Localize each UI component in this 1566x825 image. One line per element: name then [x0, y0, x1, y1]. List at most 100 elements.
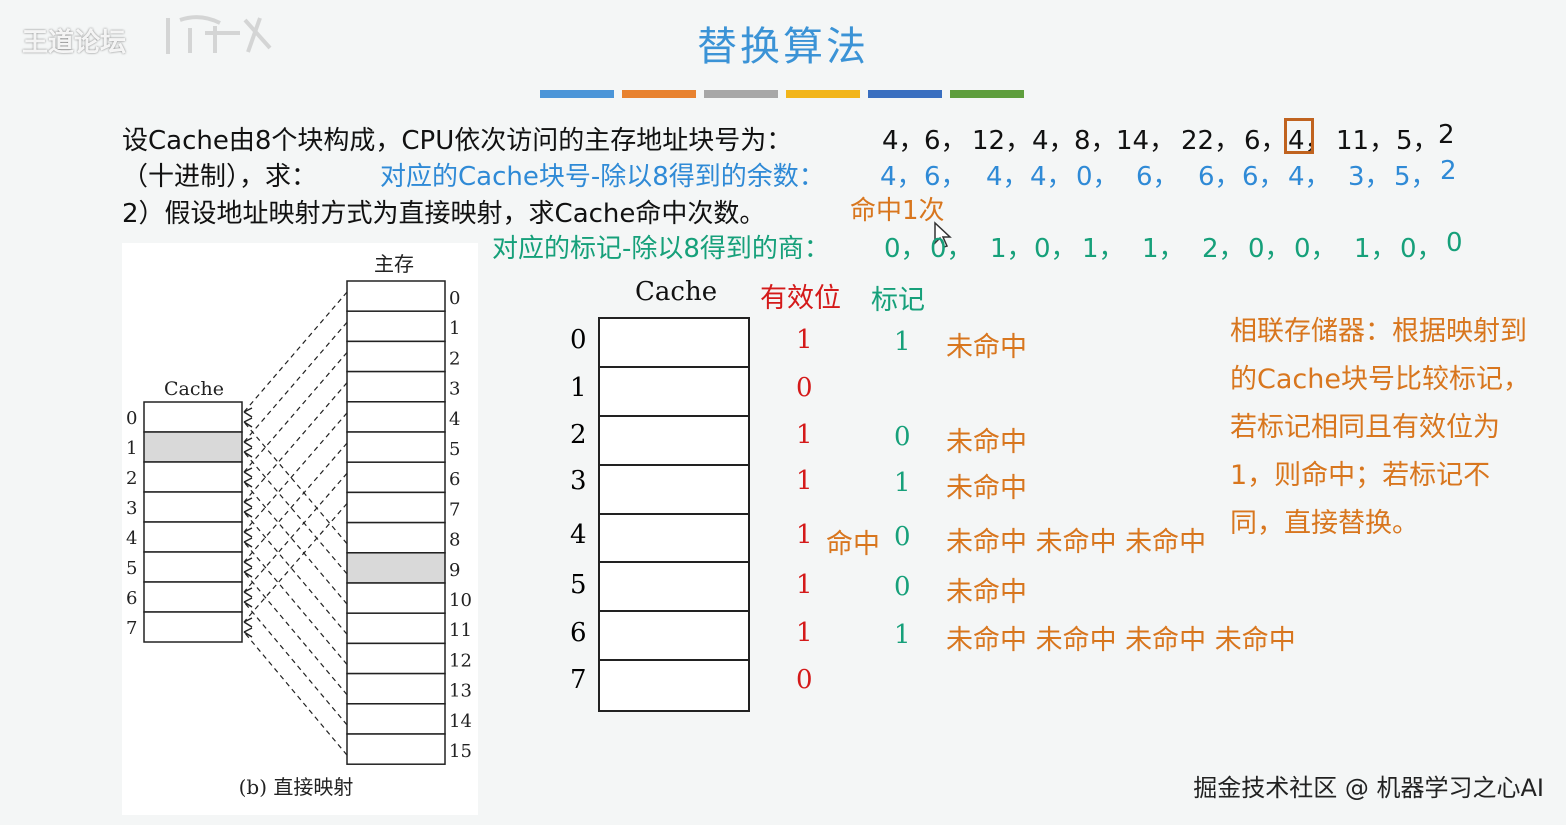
memory-block — [346, 642, 446, 675]
arrow-head — [243, 567, 253, 578]
mapping-line — [243, 451, 348, 575]
decoration-bar — [704, 90, 778, 98]
memory-block-number: 11 — [449, 620, 472, 641]
cache-block-number: 1 — [126, 438, 137, 459]
address-value: 22， — [1181, 126, 1241, 156]
miss-status: 未命中 — [946, 473, 1027, 504]
arrow-head — [243, 497, 253, 508]
cache-block-number: 6 — [126, 588, 137, 609]
cache-table-row — [600, 515, 748, 564]
address-value: 2 — [1438, 120, 1455, 150]
remainder-value: 0， — [1076, 162, 1119, 192]
valid-bit-value: 1 — [796, 420, 813, 450]
memory-block — [346, 310, 446, 343]
mapping-line — [243, 421, 348, 545]
miss-status: 未命中 — [946, 332, 1027, 363]
memory-block-number: 9 — [449, 560, 460, 581]
associative-memory-note: 相联存储器：根据映射到的Cache块号比较标记，若标记相同且有效位为1，则命中；… — [1230, 316, 1530, 539]
arrow-head — [243, 527, 253, 538]
footer-credit: 掘金技术社区 @ 机器学习之心AI — [1193, 774, 1544, 802]
memory-block-number: 7 — [449, 499, 460, 520]
valid-bit-header: 有效位 — [760, 283, 841, 314]
highlighted-address-box — [1284, 118, 1314, 154]
arrow-head — [243, 417, 253, 428]
arrow-head — [243, 537, 253, 548]
cache-block-number: 5 — [126, 558, 137, 579]
quotient-value: 1， — [1354, 234, 1397, 264]
decoration-bar — [786, 90, 860, 98]
memory-block — [346, 491, 446, 524]
memory-block-number: 10 — [449, 590, 472, 611]
hit-marker: 命中 — [826, 529, 880, 560]
valid-bit-value: 0 — [796, 373, 813, 403]
quotient-value: 1， — [990, 234, 1033, 264]
cache-block-number: 0 — [126, 408, 137, 429]
arrow-head — [243, 617, 253, 628]
remainder-value: 6， — [1198, 162, 1241, 192]
memory-block — [346, 672, 446, 705]
quotient-value: 0， — [1034, 234, 1077, 264]
memory-block-number: 3 — [449, 379, 460, 400]
address-value: 4， — [882, 126, 925, 156]
cache-block — [143, 611, 243, 643]
arrow-head — [243, 437, 253, 448]
valid-bit-value: 1 — [796, 618, 813, 648]
decoration-bar — [622, 90, 696, 98]
cache-table-header: Cache — [635, 277, 718, 307]
watermark-logo — [160, 8, 280, 58]
memory-block-number: 8 — [449, 530, 460, 551]
arrow-head — [243, 587, 253, 598]
quotient-value: 1， — [1142, 234, 1185, 264]
arrow-head — [243, 467, 253, 478]
cache-block — [143, 521, 243, 553]
memory-block-number: 0 — [449, 288, 460, 309]
remainder-value: 3， — [1348, 162, 1391, 192]
cache-block-number: 2 — [126, 468, 137, 489]
quotient-value: 1， — [1082, 234, 1125, 264]
memory-block-number: 4 — [449, 409, 460, 430]
address-value: 12， — [972, 126, 1032, 156]
tag-value: 0 — [894, 522, 911, 552]
watermark-logo-icon — [166, 15, 272, 54]
mapping-line — [243, 571, 348, 696]
address-value: 14， — [1116, 126, 1176, 156]
diagram-caption: (b) 直接映射 — [239, 775, 354, 799]
arrow-head — [243, 557, 253, 568]
slide-title: 替换算法 — [697, 24, 869, 70]
valid-bit-value: 1 — [796, 325, 813, 355]
cache-table-row — [600, 563, 748, 613]
remainder-value: 5， — [1394, 162, 1437, 192]
watermark-text: 王道论坛 — [22, 28, 127, 58]
memory-block — [346, 280, 446, 312]
cache-table-row — [600, 319, 748, 368]
address-value: 5， — [1396, 126, 1439, 156]
remainder-value: 6， — [1242, 162, 1285, 192]
hit-count-annotation: 命中1次 — [850, 196, 945, 226]
address-value: 8， — [1074, 126, 1117, 156]
cache-table-row — [600, 466, 748, 515]
cache-row-index: 7 — [570, 665, 587, 695]
remainder-value: 4， — [986, 162, 1029, 192]
decoration-bar — [868, 90, 942, 98]
memory-block — [346, 582, 446, 614]
cache-row-index: 3 — [570, 466, 587, 496]
quotient-value: 2， — [1202, 234, 1245, 264]
address-value: 4， — [1032, 126, 1075, 156]
cache-table-row — [600, 661, 748, 710]
tag-value: 0 — [894, 572, 911, 602]
mapping-line — [243, 291, 348, 413]
address-value: 6， — [1244, 126, 1287, 156]
arrow-head — [243, 407, 253, 418]
arrow-head — [243, 597, 253, 608]
remainder-value: 4， — [1288, 162, 1331, 192]
quotient-value: 0 — [1446, 228, 1463, 258]
cache-row-index: 6 — [570, 618, 587, 648]
valid-bit-value: 1 — [796, 520, 813, 550]
cache-row-index: 0 — [570, 325, 587, 355]
address-value: 6， — [924, 126, 967, 156]
tag-value: 1 — [894, 327, 911, 357]
memory-block-number: 13 — [449, 681, 472, 702]
quotient-label: 对应的标记-除以8得到的商： — [492, 234, 830, 264]
miss-status: 未命中 未命中 未命中 — [946, 527, 1207, 558]
